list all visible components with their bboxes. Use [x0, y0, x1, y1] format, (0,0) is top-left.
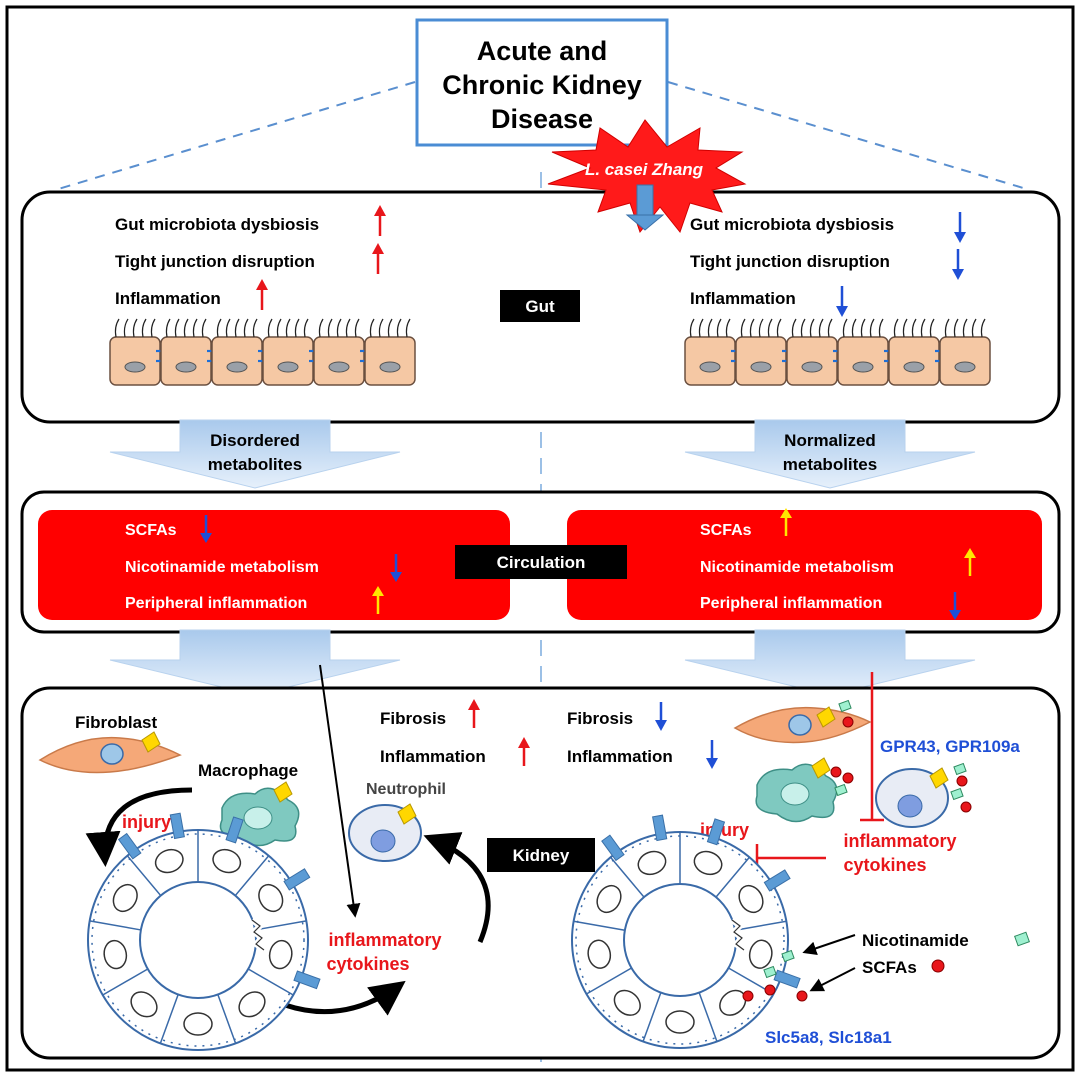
cytokines-right-line2: cytokines — [843, 855, 926, 875]
epithelial-cell — [313, 318, 365, 386]
fibrosis-left: Fibrosis — [380, 709, 446, 728]
arrow-cytokines-to-neutrophil — [423, 832, 491, 943]
inhibition-vertical — [860, 672, 884, 822]
circ-left-item-2: Nicotinamide metabolism — [125, 559, 319, 576]
macrophage-label: Macrophage — [198, 761, 298, 780]
chevron-right-2 — [684, 629, 976, 696]
arrow-to-scfa-transport — [809, 967, 856, 992]
title-box: Acute and Chronic Kidney Disease — [415, 18, 669, 147]
title-line2: Chronic Kidney — [442, 70, 642, 100]
perspective-line-left — [54, 81, 416, 191]
cytokines-left-line1: inflammatory — [328, 930, 441, 950]
injury-left: injury — [122, 812, 171, 832]
arrow-tubule-to-cytokines — [284, 980, 406, 1016]
circulation-right-box — [567, 510, 1042, 620]
scfa-icon — [931, 959, 945, 973]
probiotic-arrow — [625, 184, 665, 231]
fibroblast-cell-left — [38, 731, 182, 774]
gut-label-box — [500, 290, 580, 322]
gut-right-down-arrows — [836, 212, 966, 317]
neutrophil-cell-left — [348, 803, 422, 862]
epithelial-cell — [262, 318, 314, 386]
gut-left-item-3: Inflammation — [115, 289, 221, 308]
circ-right-item-2: Nicotinamide metabolism — [700, 559, 894, 576]
circ-left-item-3: Peripheral inflammation — [125, 595, 307, 612]
epithelial-cell — [364, 318, 416, 386]
transfer-left-line1: Disordered — [210, 431, 300, 450]
arrow-circulation-to-cytokines — [319, 664, 361, 918]
epithelium-right — [684, 318, 991, 386]
inflammation-left: Inflammation — [380, 747, 486, 766]
epithelial-cell — [735, 318, 787, 386]
gut-right-item-3: Inflammation — [690, 289, 796, 308]
cytokines-left-line2: cytokines — [326, 954, 409, 974]
kidney-left-up-arrows — [468, 699, 530, 766]
macrophage-cell-right — [755, 757, 854, 823]
gut-left-item-2: Tight junction disruption — [115, 252, 315, 271]
kidney-right-down-arrows — [655, 702, 718, 769]
perspective-line-right — [667, 81, 1031, 191]
tubule-right-molecules — [742, 949, 808, 1002]
circ-right-item-1: SCFAs — [700, 522, 752, 539]
transfer-left-line2: metabolites — [208, 455, 302, 474]
inflammation-right: Inflammation — [567, 747, 673, 766]
fibroblast-label: Fibroblast — [75, 713, 158, 732]
fibrosis-right: Fibrosis — [567, 709, 633, 728]
probiotic-label: L. casei Zhang — [585, 160, 704, 179]
circ-left-arrows — [200, 515, 402, 614]
circulation-label-box — [455, 545, 627, 579]
circulation-label: Circulation — [497, 553, 586, 572]
tubule-right — [571, 814, 801, 1049]
title-line3: Disease — [491, 104, 593, 134]
gut-right-item-2: Tight junction disruption — [690, 252, 890, 271]
outer-frame — [5, 5, 1075, 1072]
gut-right-item-1: Gut microbiota dysbiosis — [690, 215, 894, 234]
gut-left-item-1: Gut microbiota dysbiosis — [115, 215, 319, 234]
neutrophil-label: Neutrophil — [366, 781, 446, 798]
probiotic-burst: L. casei Zhang — [547, 119, 747, 234]
transfer-right-line1: Normalized — [784, 431, 876, 450]
gut-label: Gut — [525, 297, 555, 316]
tubule-left — [87, 812, 321, 1051]
kidney-label-box — [487, 838, 595, 872]
circ-right-arrows — [780, 508, 976, 620]
transfer-right-line2: metabolites — [783, 455, 877, 474]
title-line1: Acute and — [477, 36, 608, 66]
epithelial-cell — [939, 318, 991, 386]
transporters-label: Slc5a8, Slc18a1 — [765, 1028, 892, 1047]
nicotinamide-icon — [1014, 931, 1030, 947]
chevron-right-1 — [684, 419, 976, 489]
arrow-fibroblast-to-tubule — [85, 787, 193, 867]
circ-right-item-3: Peripheral inflammation — [700, 595, 882, 612]
neutrophil-cell-right — [875, 762, 972, 828]
epithelial-cell — [211, 318, 263, 386]
arrow-to-nicotinamide-transport — [802, 934, 856, 956]
epithelial-cell — [109, 318, 161, 386]
circ-left-item-1: SCFAs — [125, 522, 177, 539]
scfas-label: SCFAs — [862, 958, 917, 977]
receptors-label: GPR43, GPR109a — [880, 737, 1020, 756]
cytokines-right-line1: inflammatory — [843, 831, 956, 851]
epithelium-left — [109, 318, 416, 386]
circulation-left-box — [38, 510, 510, 620]
gut-left-up-arrows — [256, 205, 386, 310]
fibroblast-cell-right — [733, 699, 872, 744]
chevron-left-1 — [109, 419, 401, 489]
kidney-label: Kidney — [513, 846, 570, 865]
nicotinamide-label: Nicotinamide — [862, 931, 969, 950]
chevron-left-2 — [109, 629, 401, 696]
